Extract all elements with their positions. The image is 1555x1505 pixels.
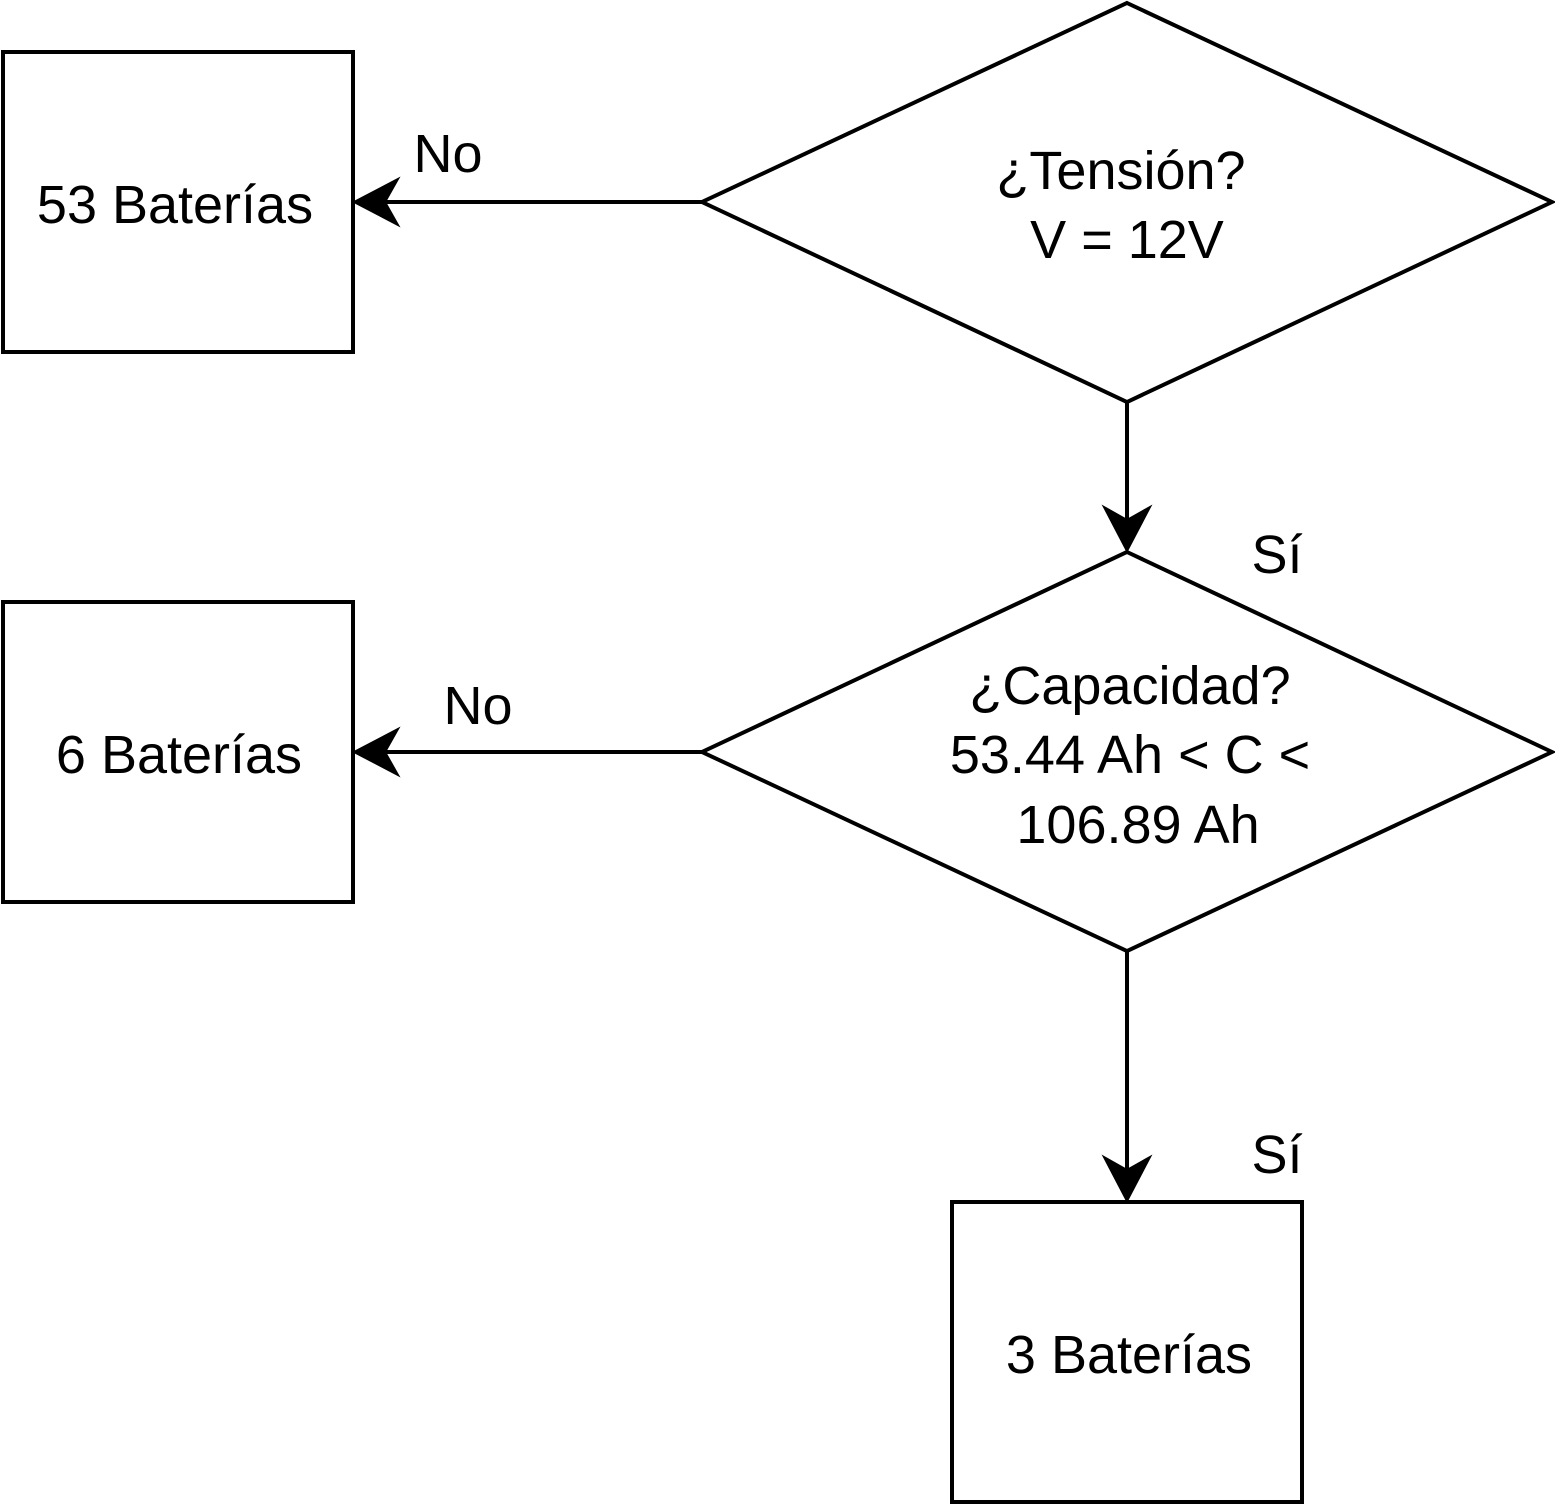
arrowhead-capacidad-no: [351, 726, 401, 778]
result-6-baterias-box: [1, 600, 355, 904]
decision-tension-line2: V = 12V: [1030, 210, 1224, 270]
decision-capacidad-line2: 53.44 Ah < C <: [950, 725, 1310, 785]
edge-label-tension-yes: Sí: [1251, 525, 1302, 585]
decision-capacidad-line3: 106.89 Ah: [1016, 795, 1259, 855]
edge-label-capacidad-yes: Sí: [1251, 1125, 1302, 1185]
edge-label-capacidad-no: No: [443, 676, 512, 736]
result-6-baterias-label: 6 Baterías: [56, 725, 302, 785]
decision-tension-diamond: [697, 0, 1555, 405]
arrowhead-tension-yes: [1101, 504, 1153, 554]
result-3-baterias-label: 3 Baterías: [1006, 1325, 1252, 1385]
decision-capacidad-line1: ¿Capacidad?: [969, 656, 1290, 716]
arrowhead-tension-no: [351, 176, 401, 228]
arrowhead-capacidad-yes: [1101, 1154, 1153, 1204]
edge-label-tension-no: No: [413, 124, 482, 184]
result-3-baterias-box: [950, 1200, 1304, 1504]
decision-tension-line1: ¿Tensión?: [996, 141, 1245, 201]
result-53-baterias-label: 53 Baterías: [37, 175, 313, 235]
result-53-baterias-box: [1, 50, 355, 354]
